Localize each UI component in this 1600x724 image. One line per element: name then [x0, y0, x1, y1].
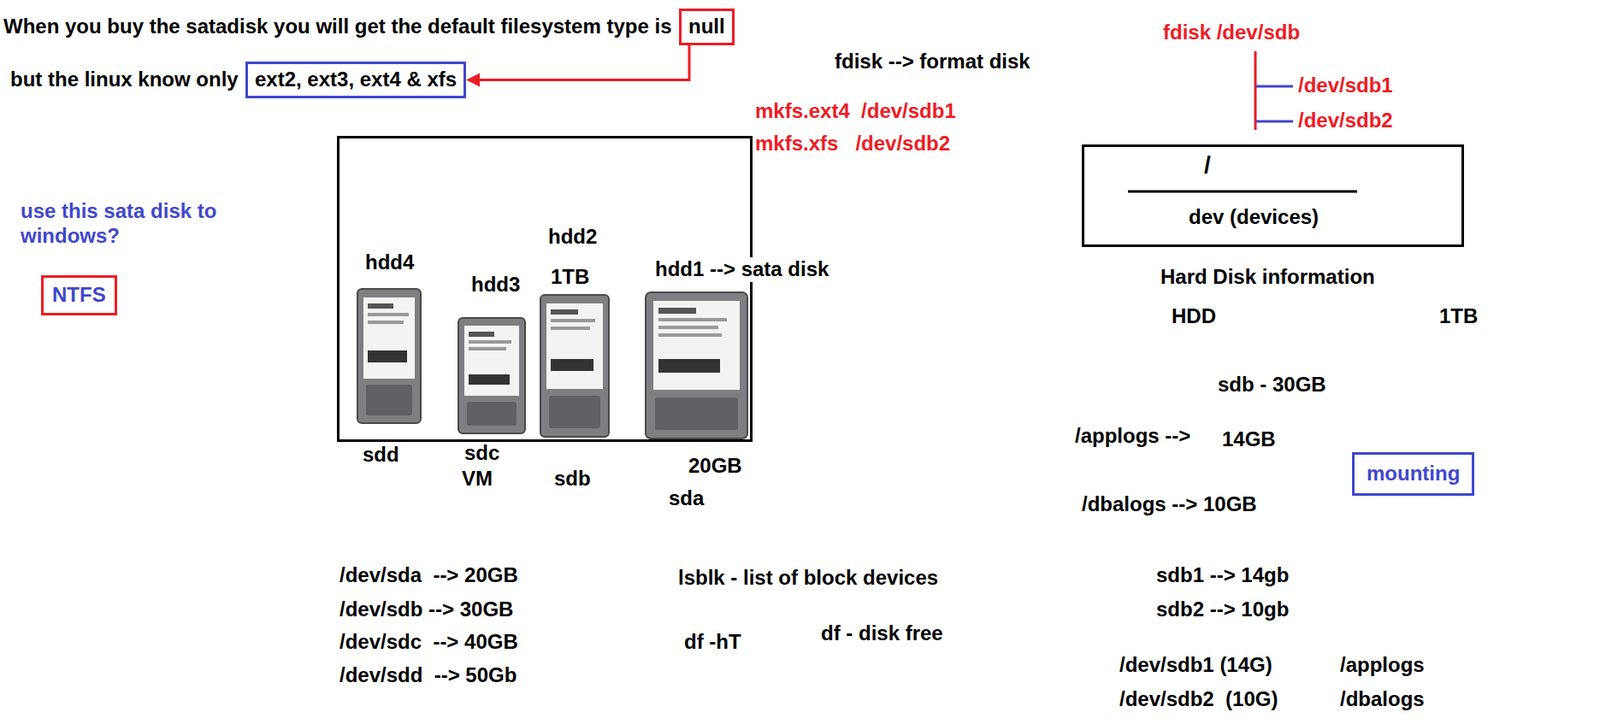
hard-disk-picture	[645, 292, 748, 439]
annotation: use this sata disk to windows?	[20, 199, 269, 249]
annotation: sdb2 --> 10gb	[1156, 597, 1289, 623]
annotation: df - disk free	[820, 621, 944, 647]
hard-disk-picture	[357, 289, 421, 424]
box-label: 1TB	[550, 265, 590, 290]
box-label: hdd2	[548, 224, 597, 250]
annotation: 20GB	[688, 454, 743, 479]
highlight-box: NTFS	[41, 275, 118, 316]
highlight-box: null	[678, 8, 735, 46]
annotation: Hard Disk information	[1160, 265, 1376, 290]
annotation: mkfs.ext4 /dev/sdb1	[755, 99, 957, 124]
annotation: sdb1 --> 14gb	[1156, 563, 1289, 589]
annotation: but the linux know only	[10, 67, 239, 93]
box-label: /	[1204, 152, 1211, 179]
annotation: mkfs.xfs /dev/sdb2	[755, 131, 951, 157]
annotation: /dev/sdb1	[1298, 73, 1394, 99]
annotation: /dev/sdb2	[1298, 108, 1394, 134]
annotation: fdisk --> format disk	[834, 49, 1031, 75]
annotation: df -hT	[684, 630, 742, 656]
box-label: null	[688, 14, 726, 40]
annotation: /applogs -->	[1074, 424, 1191, 449]
annotation: /dev/sdb --> 30GB	[339, 597, 514, 623]
disk-bay: hdd4 hdd3 hdd2 1TB	[336, 135, 753, 443]
annotation: VM	[461, 466, 493, 492]
annotation: sdb - 30GB	[1217, 372, 1327, 398]
box-label: NTFS	[52, 283, 107, 308]
hard-disk-picture	[540, 295, 609, 437]
annotation: 14GB	[1222, 427, 1276, 453]
box-label: hdd3	[471, 272, 520, 298]
underline	[1127, 190, 1358, 194]
box-label: hdd4	[365, 250, 414, 276]
annotation: /dbalogs --> 10GB	[1081, 492, 1258, 518]
annotation: When you buy the satadisk you will get t…	[3, 14, 673, 40]
annotation: sdb	[554, 466, 591, 492]
annotation: /dev/sdb1 (14G)	[1119, 653, 1273, 679]
highlight-box: mounting	[1352, 452, 1475, 496]
box-label: dev (devices)	[1188, 205, 1319, 231]
tree-line	[1254, 51, 1258, 130]
arrow-connector	[466, 45, 690, 88]
annotation: /dev/sdd --> 50Gb	[339, 663, 517, 689]
annotation: /dev/sdc --> 40GB	[339, 630, 519, 656]
annotation: sdd	[362, 442, 400, 468]
annotation: hdd1 --> sata disk	[652, 257, 832, 283]
annotation: /dbalogs	[1340, 687, 1425, 713]
annotation: sdc	[464, 441, 500, 467]
tree-branch	[1255, 85, 1293, 89]
box-label: mounting	[1366, 461, 1460, 487]
annotation: /dev/sda --> 20GB	[339, 563, 519, 589]
annotation: sda	[668, 486, 704, 512]
arrow-head	[466, 72, 480, 87]
annotation: fdisk /dev/sdb	[1163, 20, 1300, 46]
highlight-box: ext2, ext3, ext4 & xfs	[245, 61, 467, 99]
annotation: lsblk - list of block devices	[678, 566, 939, 591]
box-label: ext2, ext3, ext4 & xfs	[254, 67, 457, 93]
annotation: /dev/sdb2 (10G)	[1119, 687, 1278, 713]
tree-branch	[1255, 120, 1293, 124]
arrow-line	[478, 45, 690, 81]
annotation: 1TB	[1439, 304, 1478, 330]
annotation: /applogs	[1340, 653, 1425, 679]
hard-disk-picture	[458, 318, 526, 434]
filesystem-box: / dev (devices)	[1081, 144, 1465, 248]
annotation: HDD	[1171, 304, 1217, 330]
